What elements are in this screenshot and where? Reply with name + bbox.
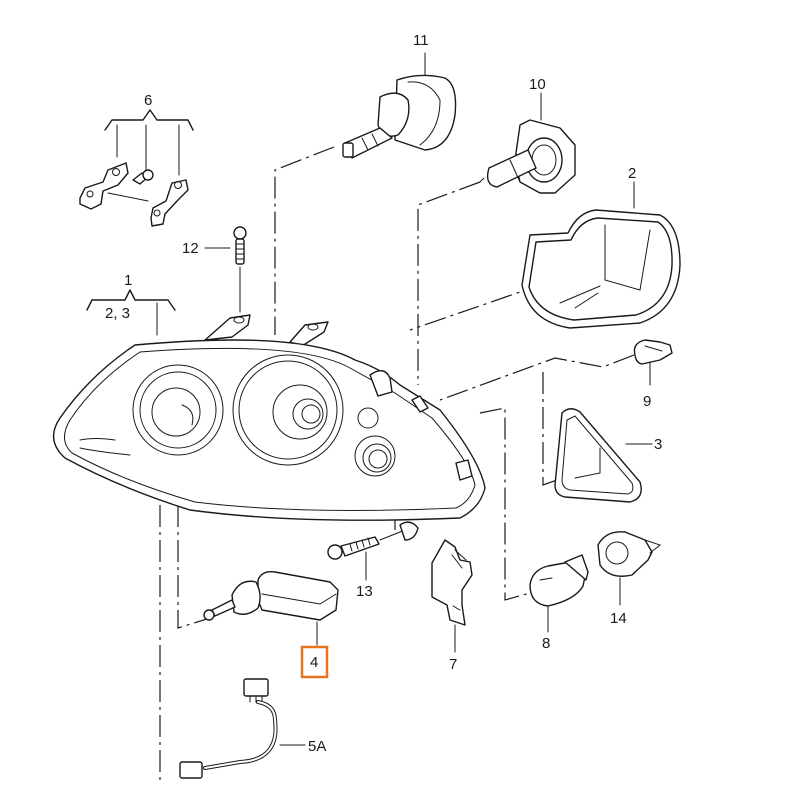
callout-1[interactable]: 1 bbox=[124, 272, 132, 289]
callout-6[interactable]: 6 bbox=[144, 92, 152, 109]
callout-4[interactable]: 4 bbox=[310, 654, 318, 671]
part-7-clip bbox=[431, 539, 473, 653]
callout-2[interactable]: 2 bbox=[628, 165, 636, 182]
part-11-bulb bbox=[342, 52, 457, 159]
callout-1-sub: 2, 3 bbox=[105, 305, 130, 322]
callout-13[interactable]: 13 bbox=[356, 583, 373, 600]
part-8-bulb bbox=[529, 554, 589, 633]
callout-labels: 11 10 6 2 12 1 2, 3 9 3 13 14 8 7 4 5A bbox=[105, 32, 662, 755]
callout-8[interactable]: 8 bbox=[542, 635, 550, 652]
callout-14[interactable]: 14 bbox=[610, 610, 627, 627]
part-3-gasket bbox=[554, 408, 653, 503]
callout-3[interactable]: 3 bbox=[654, 436, 662, 453]
callout-9[interactable]: 9 bbox=[643, 393, 651, 410]
part-4-highlight bbox=[300, 645, 329, 679]
callout-5a[interactable]: 5A bbox=[308, 738, 326, 755]
part-1-headlight-housing bbox=[52, 289, 486, 521]
part-5a-harness bbox=[179, 678, 306, 779]
part-9-bulb bbox=[633, 339, 673, 386]
part-14-socket bbox=[597, 531, 662, 606]
callout-11[interactable]: 11 bbox=[413, 32, 429, 49]
part-12-screw bbox=[204, 226, 247, 313]
callout-7[interactable]: 7 bbox=[449, 656, 457, 673]
part-4-adjuster-motor bbox=[203, 570, 339, 679]
part-2-gasket bbox=[521, 181, 681, 329]
callout-12[interactable]: 12 bbox=[182, 240, 199, 257]
callout-10[interactable]: 10 bbox=[529, 76, 546, 93]
part-6-brackets bbox=[79, 109, 194, 227]
part-10-bulb bbox=[479, 92, 576, 194]
part-13-screw bbox=[327, 521, 419, 581]
